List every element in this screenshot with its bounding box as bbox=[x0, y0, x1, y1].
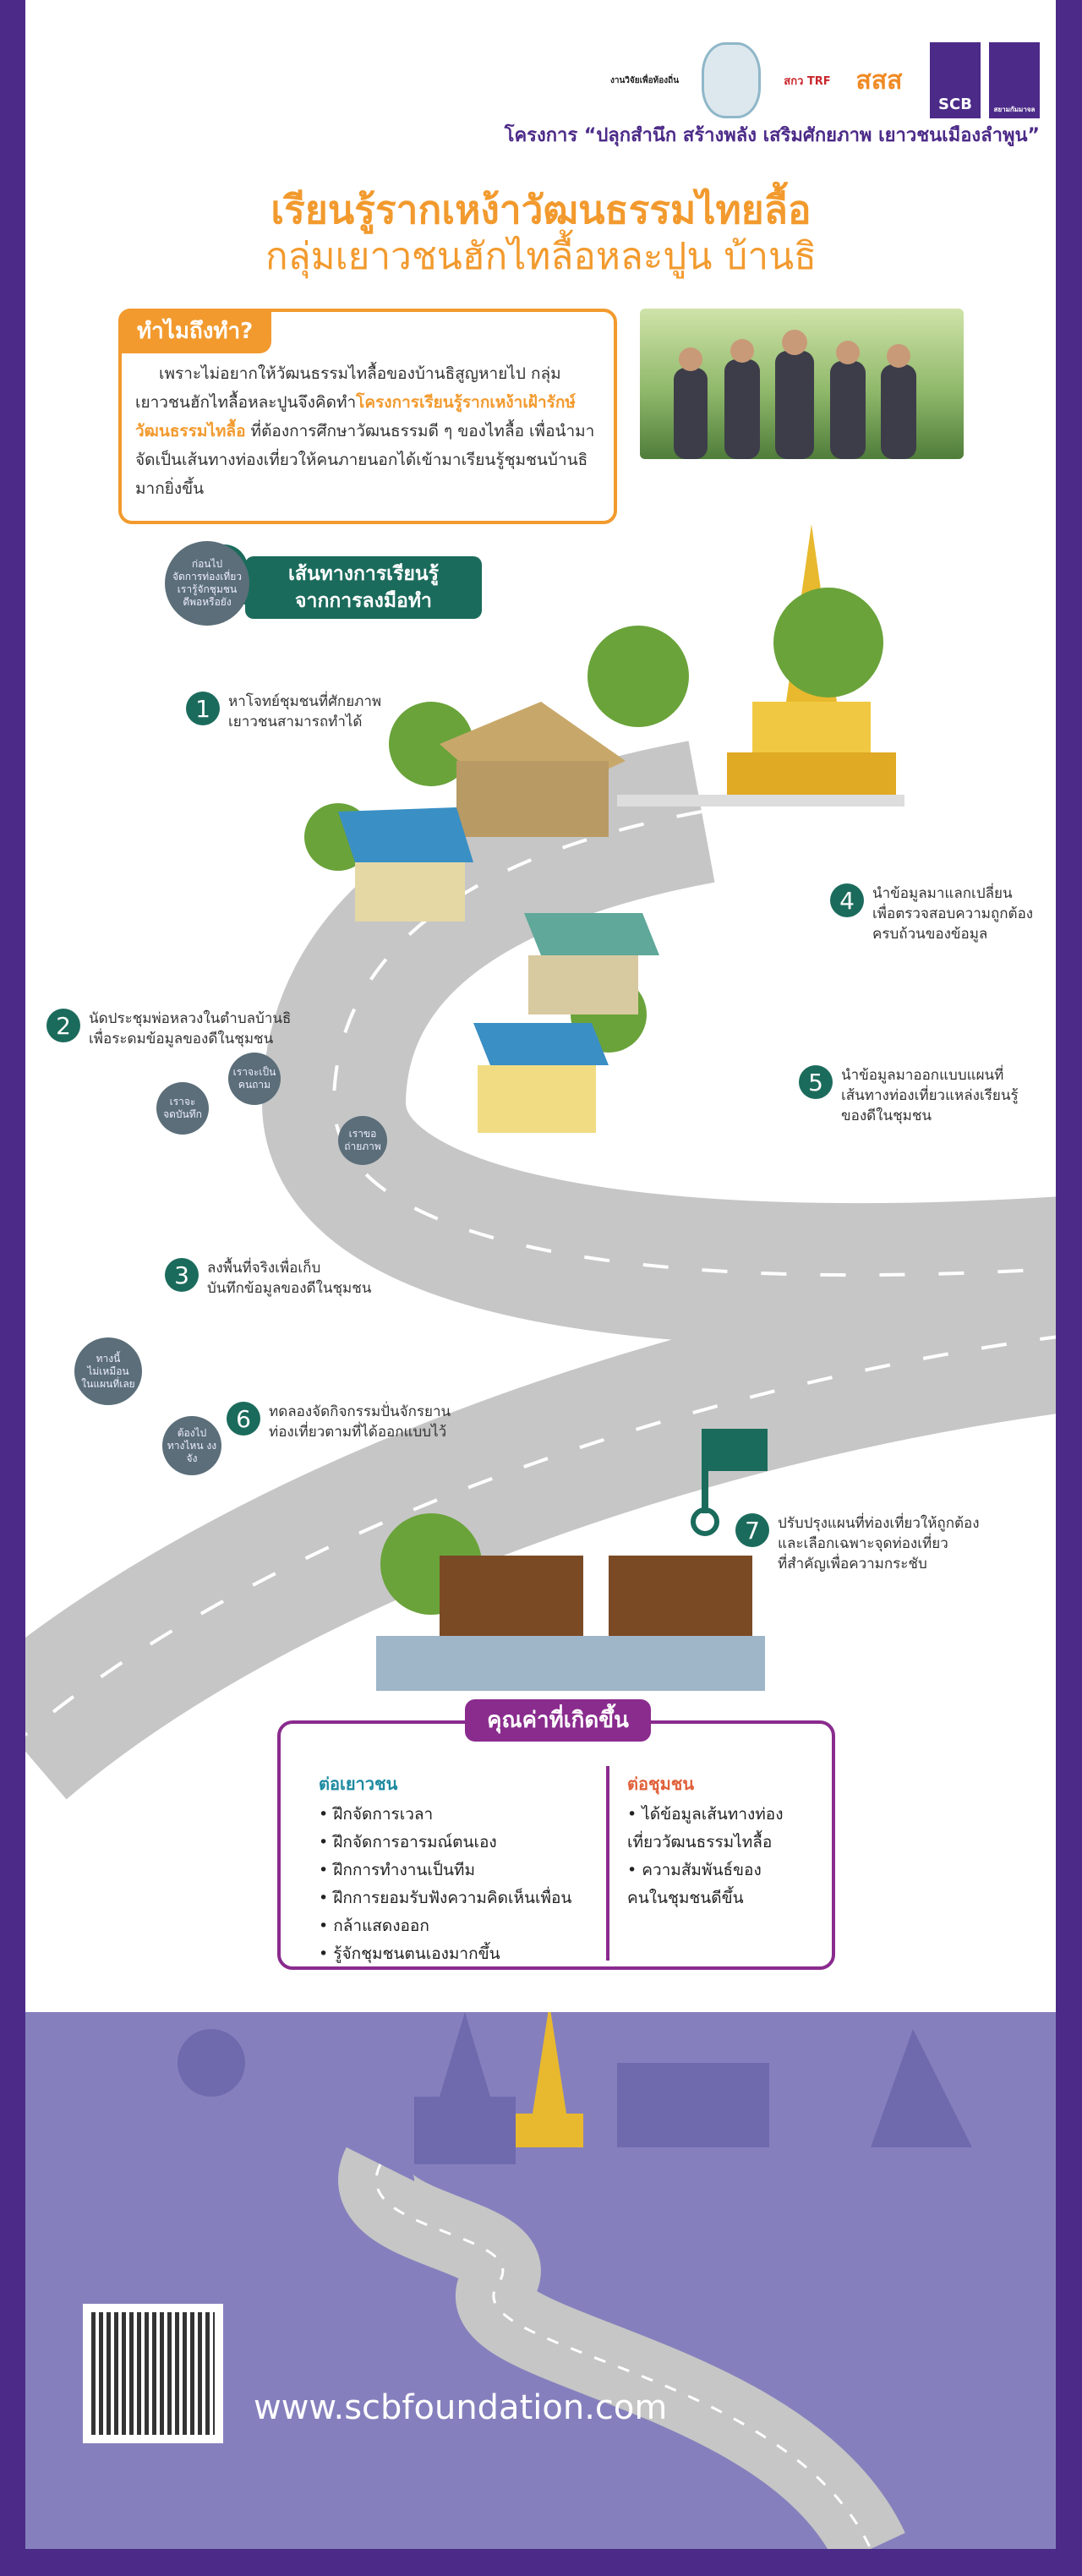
step-text: นำข้อมูลมาแลกเปลี่ยน เพื่อตรวจสอบความถูก… bbox=[872, 885, 1034, 943]
project-highlight: โครงการเรียนรู้รากเหง้าเฝ้ารักษ์วัฒนธรรม… bbox=[135, 393, 576, 440]
farm-icon bbox=[376, 1556, 765, 1691]
qr-code-pattern bbox=[91, 2312, 215, 2435]
value-item: กล้าแสดงออก bbox=[319, 1912, 571, 1940]
step-number: 5 bbox=[799, 1065, 833, 1099]
community-heading: ต่อชุมชน bbox=[627, 1774, 695, 1794]
bottom-scene bbox=[25, 2004, 1056, 2567]
step-number: 3 bbox=[165, 1258, 199, 1292]
why-label: ทำไมถึงทำ? bbox=[118, 309, 272, 353]
value-item: รู้จักชุมชนตนเองมากขึ้น bbox=[319, 1940, 571, 1968]
page-subtitle: กลุ่มเยาวชนฮักไทลื้อหละปูน บ้านธิ bbox=[265, 235, 817, 278]
value-item: ฝึกจัดการเวลา bbox=[319, 1801, 571, 1829]
step-number: 4 bbox=[830, 883, 864, 917]
research-local-logo: งานวิจัยเพื่อท้องถิ่น bbox=[609, 75, 680, 85]
step-number: 6 bbox=[227, 1402, 260, 1436]
value-item: ฝึกการทำงานเป็นทีม bbox=[319, 1857, 571, 1884]
youth-heading: ต่อเยาวชน bbox=[319, 1774, 398, 1794]
page-title: เรียนรู้รากเหง้าวัฒนธรรมไทยลื้อ bbox=[270, 187, 812, 232]
speech-bubble: ต้องไป ทางไหน งงจัง bbox=[162, 1416, 221, 1475]
step-text: ลงพื้นที่จริงเพื่อเก็บ บันทึกข้อมูลของดี… bbox=[207, 1260, 372, 1297]
route-title-line: จากการลงมือทำ bbox=[295, 590, 432, 612]
step-7: 7 ปรับปรุงแผนที่ท่องเที่ยวให้ถูกต้อง และเ… bbox=[735, 1513, 980, 1574]
step-6: 6 ทดลองจัดกิจกรรมปั่นจักรยาน ท่องเที่ยวตา… bbox=[227, 1402, 451, 1442]
step-text: นำข้อมูลมาออกแบบแผนที่ เส้นทางท่องเที่ยว… bbox=[841, 1067, 1019, 1124]
thaihealth-logo: สสส bbox=[855, 65, 903, 96]
values-title: คุณค่าที่เกิดขึ้น bbox=[465, 1699, 651, 1742]
project-name: โครงการ “ปลุกสำนึก สร้างพลัง เสริมศักยภา… bbox=[504, 125, 1040, 146]
scb-logo: SCB bbox=[930, 42, 981, 118]
qr-code[interactable] bbox=[83, 2304, 223, 2443]
step-number: 7 bbox=[735, 1513, 769, 1547]
route-title: เส้นทางการเรียนรู้จากการลงมือทำ bbox=[245, 556, 482, 619]
step-number: 1 bbox=[186, 692, 220, 725]
frame-bottom bbox=[0, 2549, 1082, 2576]
step-number: 2 bbox=[46, 1009, 80, 1042]
frame-right bbox=[1056, 0, 1082, 2576]
community-values: ต่อชุมชน ได้ข้อมูลเส้นทางท่องเที่ยววัฒนธ… bbox=[627, 1770, 796, 1912]
house-icon bbox=[338, 702, 659, 1133]
divider bbox=[606, 1766, 609, 1961]
step-text: นัดประชุมพ่อหลวงในตำบลบ้านธิ เพื่อระดมข้… bbox=[89, 1010, 292, 1047]
flag-icon bbox=[691, 1429, 768, 1536]
lamphun-seal-logo bbox=[702, 42, 761, 118]
why-box bbox=[118, 309, 617, 524]
value-item: ความสัมพันธ์ของคนในชุมชนดีขึ้น bbox=[627, 1857, 796, 1912]
speech-bubble: เราขอ ถ่ายภาพ bbox=[338, 1116, 387, 1165]
values-box: ต่อเยาวชน ฝึกจัดการเวลา ฝึกจัดการอารมณ์ต… bbox=[277, 1720, 835, 1970]
why-text-part: เพราะไม่อยากให้วัฒนธรรมไทลื้อของบ้านธิสู… bbox=[135, 364, 561, 412]
step-text: ปรับปรุงแผนที่ท่องเที่ยวให้ถูกต้อง และเล… bbox=[778, 1515, 980, 1572]
youth-values: ต่อเยาวชน ฝึกจัดการเวลา ฝึกจัดการอารมณ์ต… bbox=[319, 1770, 571, 1968]
website-link[interactable]: www.scbfoundation.com bbox=[254, 2388, 668, 2427]
frame-left bbox=[0, 0, 25, 2576]
trf-logo: สกว TRF bbox=[784, 74, 831, 88]
step-text: ทดลองจัดกิจกรรมปั่นจักรยาน ท่องเที่ยวตาม… bbox=[269, 1403, 451, 1441]
siam-kammajol-logo: สยามกัมมาจล bbox=[989, 42, 1040, 118]
why-text-part: ที่ต้องการศึกษาวัฒนธรรมดี ๆ ของไทลื้อ เพ… bbox=[135, 422, 595, 498]
speech-bubble: เราจะ จดบันทึก bbox=[156, 1082, 209, 1135]
why-text: เพราะไม่อยากให้วัฒนธรรมไทลื้อของบ้านธิสู… bbox=[135, 359, 609, 503]
speech-bubble: ทางนี้ ไม่เหมือน ในแผนที่เลย bbox=[74, 1337, 142, 1405]
step-2: 2 นัดประชุมพ่อหลวงในตำบลบ้านธิ เพื่อระดมข… bbox=[46, 1009, 291, 1049]
step-text: หาโจทย์ชุมชนที่ศักยภาพ เยาวชนสามารถทำได้ bbox=[228, 693, 382, 730]
group-photo bbox=[640, 309, 964, 459]
temple-silhouette-icon bbox=[178, 2012, 972, 2164]
speech-bubble: เราจะเป็น คนถาม bbox=[228, 1053, 281, 1105]
route-title-line: เส้นทางการเรียนรู้ bbox=[288, 563, 439, 585]
value-item: ได้ข้อมูลเส้นทางท่องเที่ยววัฒนธรรมไทลื้อ bbox=[627, 1801, 796, 1857]
value-item: ฝึกการยอมรับฟังความคิดเห็นเพื่อน bbox=[319, 1884, 571, 1912]
speech-bubble: ก่อนไป จัดการท่องเที่ยว เรารู้จักชุมชน ด… bbox=[165, 541, 249, 626]
value-item: ฝึกจัดการอารมณ์ตนเอง bbox=[319, 1829, 571, 1857]
